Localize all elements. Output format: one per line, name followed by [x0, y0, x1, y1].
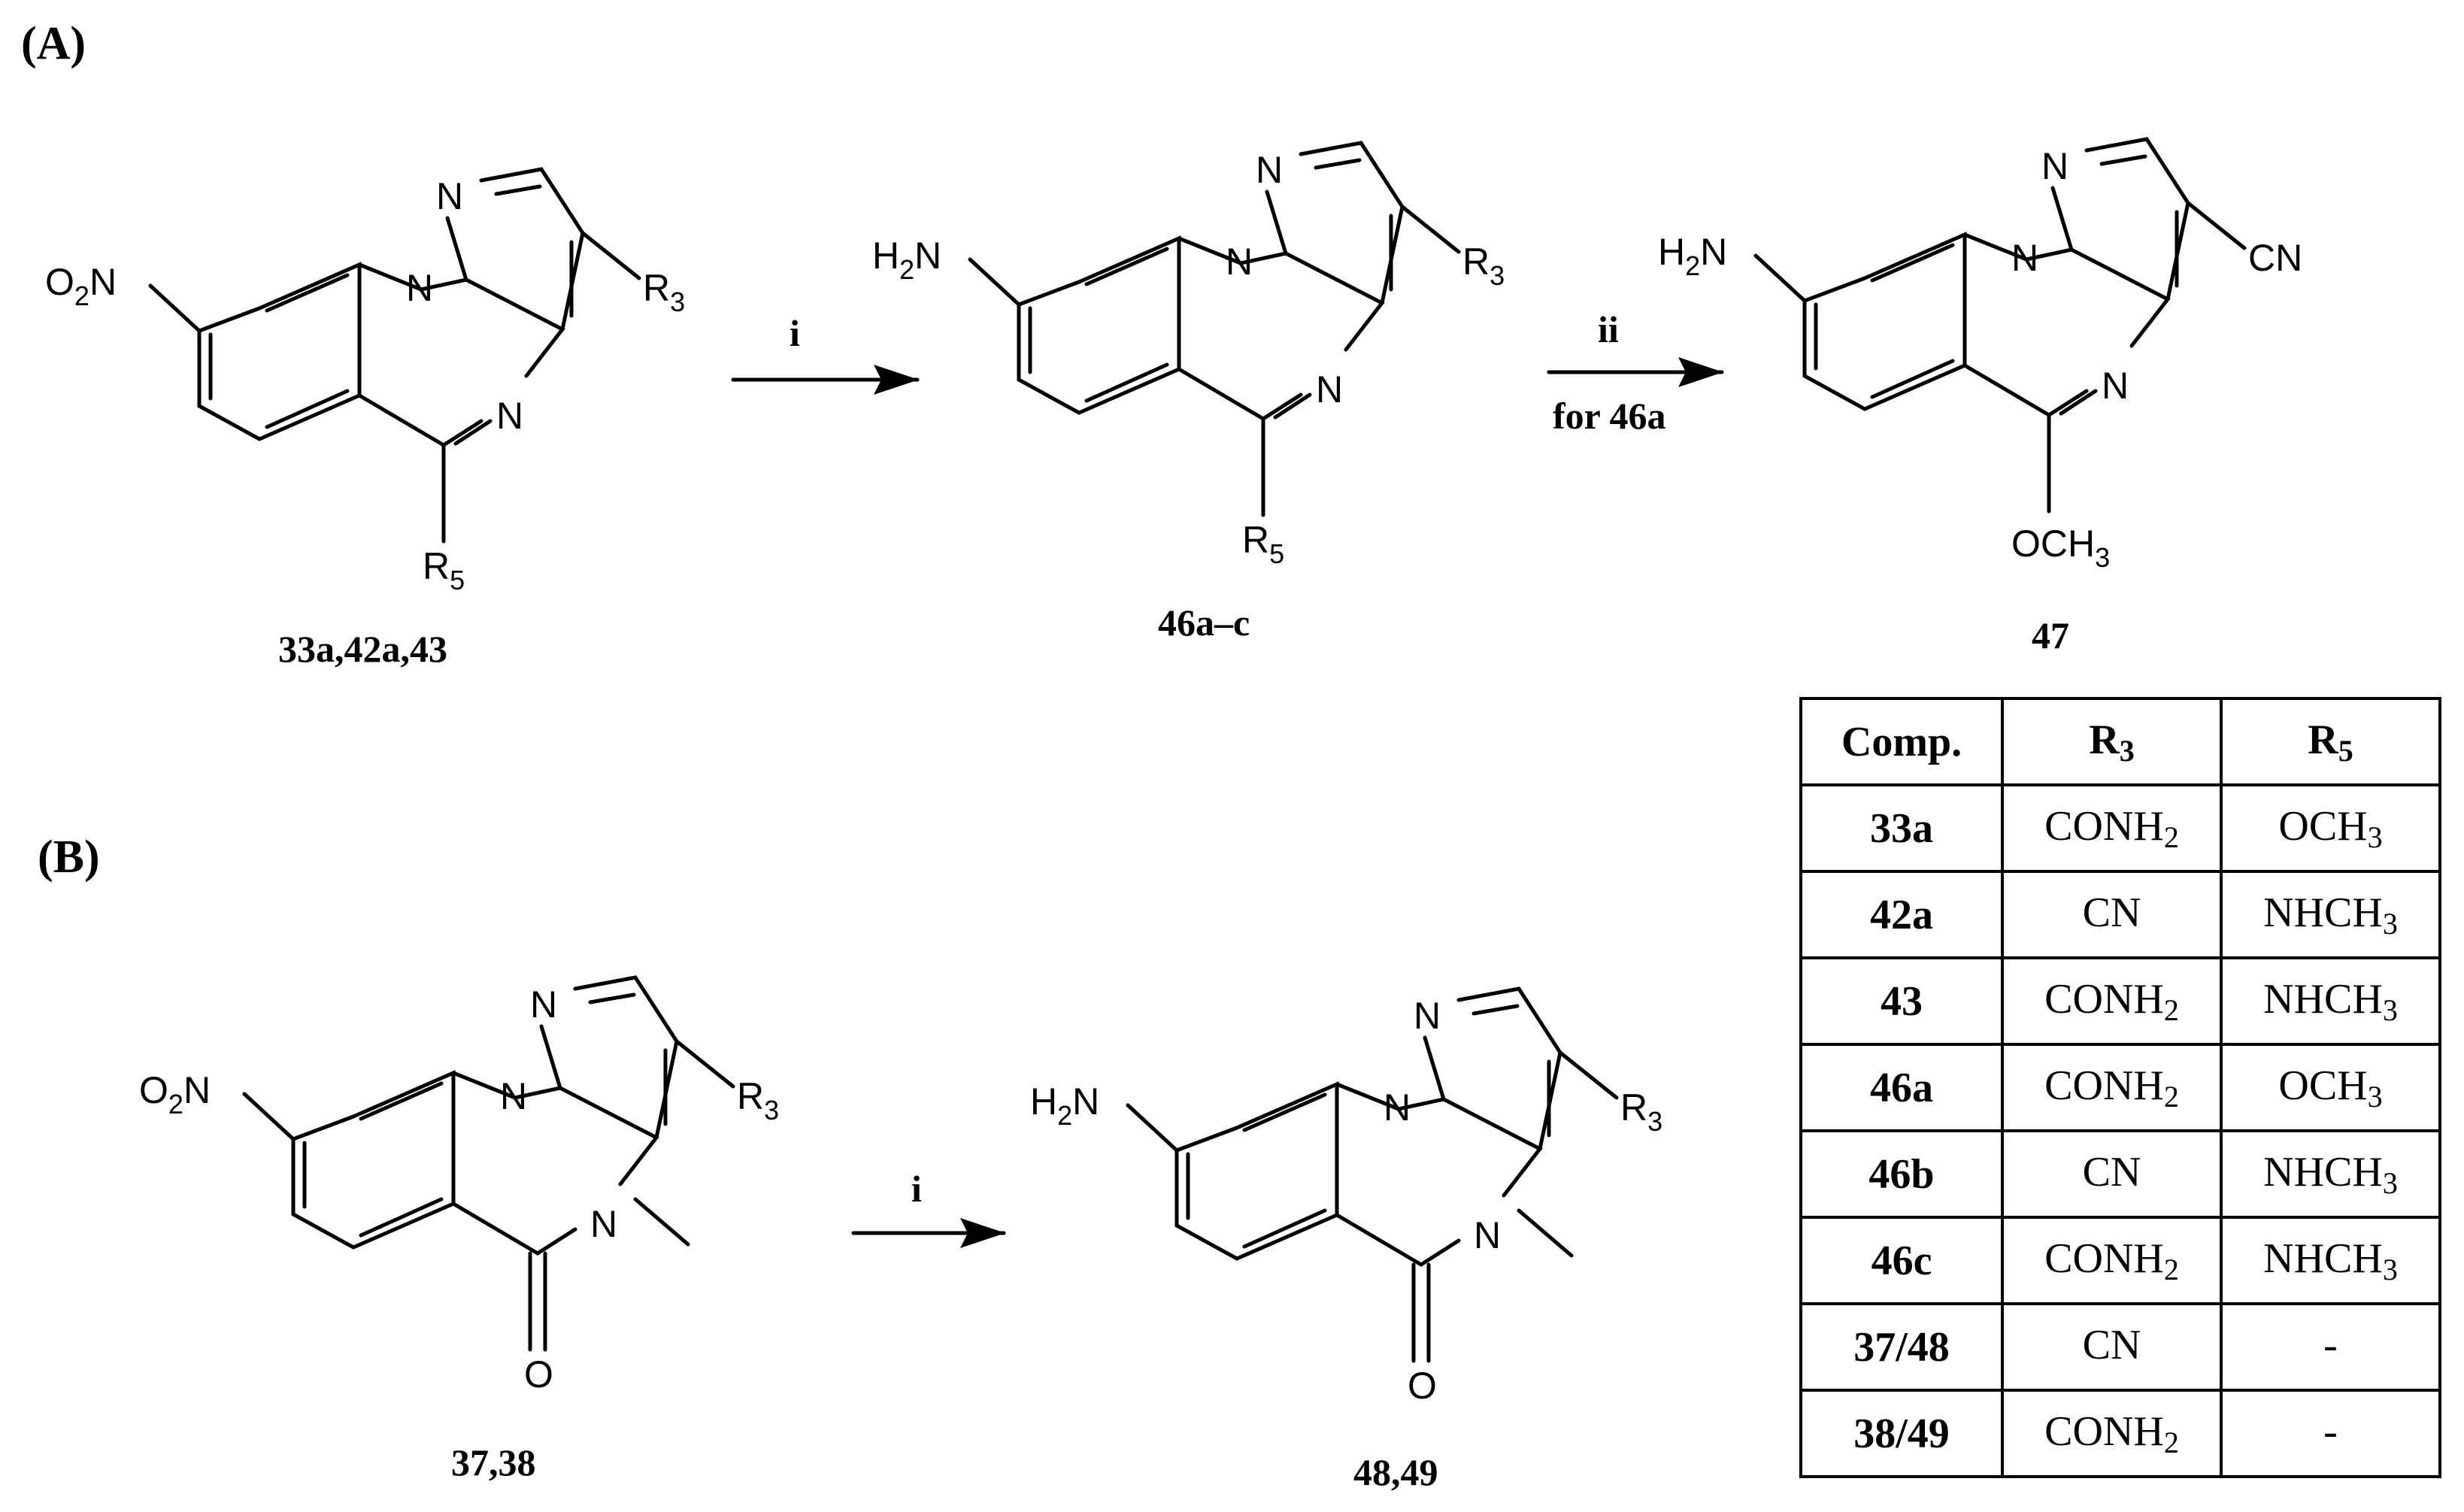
header-r3: R3 — [2001, 697, 2223, 786]
arrow-label-i-a: i — [790, 312, 800, 354]
cell-r5: - — [2220, 1302, 2441, 1392]
cell-comp: 33a — [1799, 783, 2004, 873]
table-row: 37/48 CN - — [1799, 1302, 2441, 1392]
atom-r5: R5 — [423, 545, 465, 595]
molecule-product-47: N N N H2N CN OCH3 — [1658, 137, 2302, 573]
table-row: 38/49 CONH2 - — [1799, 1389, 2441, 1478]
atom-och3: OCH3 — [2011, 523, 2110, 573]
cell-r5: OCH3 — [2220, 1043, 2441, 1132]
cell-comp: 46a — [1799, 1043, 2004, 1132]
cell-comp: 46b — [1799, 1129, 2004, 1219]
cell-r3: CONH2 — [2001, 1043, 2223, 1132]
atom-r3: R3 — [1462, 241, 1505, 291]
cell-r3: CONH2 — [2001, 956, 2223, 1046]
atom-r3: R3 — [643, 267, 685, 317]
atom-n3: N — [1316, 368, 1343, 411]
compound-label-product-b: 48,49 — [1353, 1451, 1438, 1493]
atom-n1: N — [530, 983, 557, 1026]
cell-r5: NHCH3 — [2220, 956, 2441, 1046]
cell-r3: CN — [2001, 1302, 2223, 1392]
atom-r3: R3 — [1620, 1086, 1662, 1137]
table-row: 42a CN NHCH3 — [1799, 870, 2441, 959]
cell-comp: 38/49 — [1799, 1389, 2004, 1478]
molecule-nitro-quinazolinone: N N N O O2N R3 — [139, 975, 779, 1395]
header-r5: R5 — [2220, 697, 2441, 786]
arrow-note-ii: for 46a — [1553, 395, 1665, 437]
atom-n1: N — [436, 175, 463, 217]
atom-n2: N — [1226, 241, 1253, 283]
atom-n3: N — [590, 1203, 617, 1245]
atom-h2n: H2N — [1030, 1080, 1099, 1131]
cell-comp: 46c — [1799, 1216, 2004, 1305]
atom-cn: CN — [2248, 237, 2302, 279]
cell-r5: - — [2220, 1389, 2441, 1478]
cell-r5: NHCH3 — [2220, 1129, 2441, 1219]
atom-n3: N — [1474, 1214, 1501, 1256]
table-row: 46a CONH2 OCH3 — [1799, 1043, 2441, 1132]
table-row: 43 CONH2 NHCH3 — [1799, 956, 2441, 1046]
cell-r3: CONH2 — [2001, 1216, 2223, 1305]
atom-r3: R3 — [737, 1075, 779, 1126]
molecule-nitro-quinazoline: N N N O2N R3 R5 — [45, 167, 685, 595]
atom-n2: N — [1384, 1086, 1411, 1129]
table-row: 46b CN NHCH3 — [1799, 1129, 2441, 1219]
cell-comp: 43 — [1799, 956, 2004, 1046]
atom-o: O — [524, 1353, 553, 1395]
atom-n3: N — [2102, 365, 2129, 407]
header-comp: Comp. — [1799, 697, 2004, 786]
atom-h2n: H2N — [1658, 231, 1727, 281]
molecule-amino-quinazoline: N N N H2N R3 R5 — [872, 141, 1505, 569]
cell-r3: CN — [2001, 870, 2223, 959]
atom-n1: N — [1256, 149, 1283, 191]
atom-n2: N — [500, 1075, 527, 1117]
substituent-table: Comp. R3 R5 33a CONH2 OCH3 42a CN NHCH3 … — [1799, 697, 2441, 1478]
cell-r5: NHCH3 — [2220, 1216, 2441, 1305]
cell-r3: CONH2 — [2001, 1389, 2223, 1478]
cell-r5: NHCH3 — [2220, 870, 2441, 959]
table-row: 46c CONH2 NHCH3 — [1799, 1216, 2441, 1305]
cell-r3: CONH2 — [2001, 783, 2223, 873]
compound-label-start-b: 37,38 — [451, 1441, 536, 1483]
atom-n2: N — [406, 267, 433, 309]
atom-h2n: H2N — [872, 235, 941, 285]
cell-comp: 37/48 — [1799, 1302, 2004, 1392]
cell-comp: 42a — [1799, 870, 2004, 959]
atom-n3: N — [496, 395, 523, 437]
panel-a-label: (A) — [21, 18, 86, 69]
table-header-row: Comp. R3 R5 — [1799, 697, 2441, 786]
molecule-amino-quinazolinone: N N N O H2N R3 — [1030, 986, 1662, 1407]
cell-r3: CN — [2001, 1129, 2223, 1219]
atom-n2: N — [2011, 237, 2038, 279]
panel-b-label: (B) — [38, 832, 100, 883]
atom-o: O — [1408, 1365, 1437, 1407]
compound-label-start-a: 33a,42a,43 — [278, 628, 447, 670]
atom-n1: N — [2041, 145, 2068, 187]
compound-label-product-a: 47 — [2032, 614, 2069, 656]
atom-o2n: O2N — [139, 1069, 211, 1120]
arrow-label-i-b: i — [911, 1168, 922, 1210]
table-row: 33a CONH2 OCH3 — [1799, 783, 2441, 873]
atom-r5: R5 — [1242, 519, 1284, 569]
cell-r5: OCH3 — [2220, 783, 2441, 873]
atom-n1: N — [1414, 995, 1441, 1037]
arrow-label-ii: ii — [1598, 308, 1619, 350]
atom-o2n: O2N — [45, 261, 117, 311]
compound-label-mid-a: 46a–c — [1158, 601, 1250, 644]
